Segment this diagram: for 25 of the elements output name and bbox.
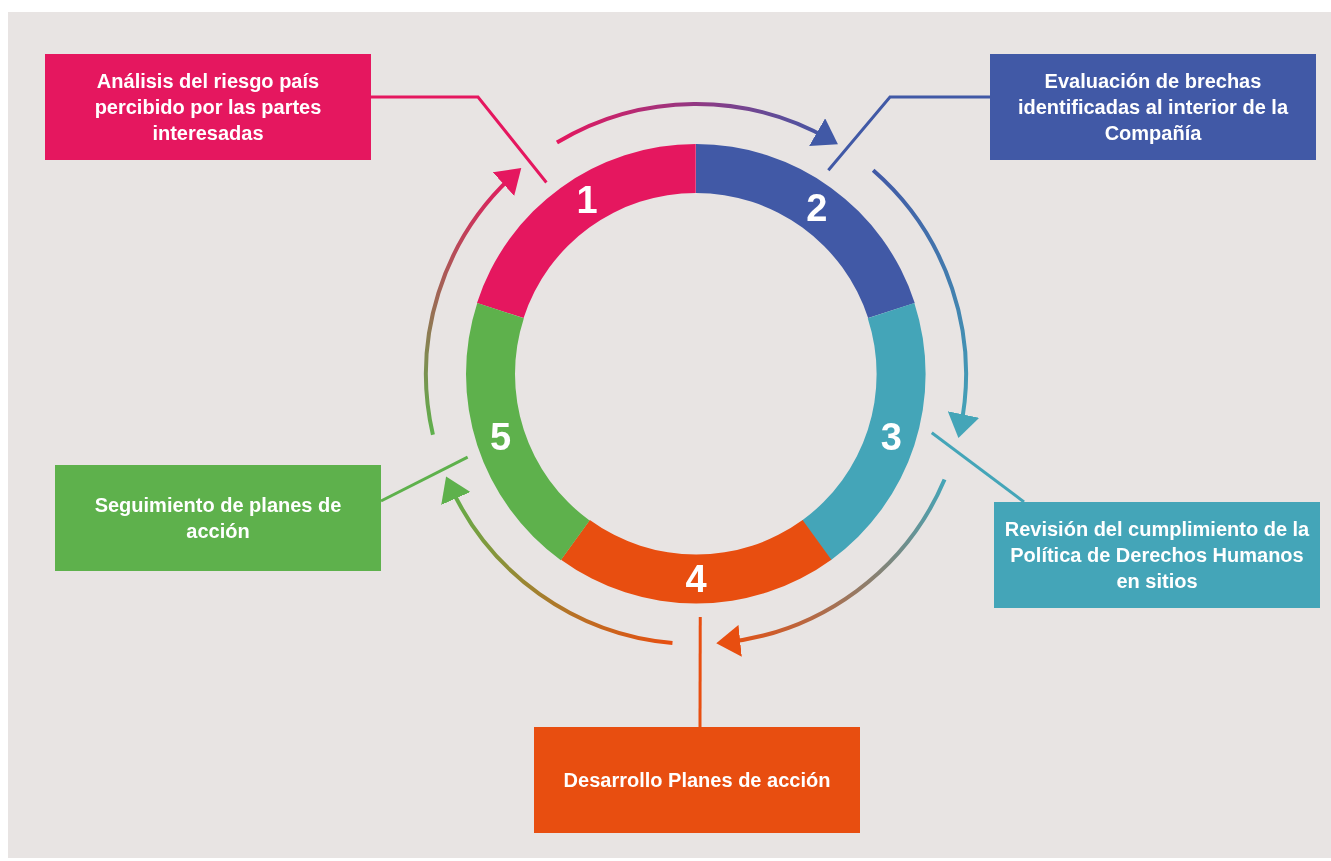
step-number: 2	[806, 188, 828, 227]
step-label: Revisión del cumplimiento de la Política de Derechos Humanos en sitios	[1004, 517, 1310, 594]
step-label: Análisis del riesgo país percibido por las partes interesadas	[93, 69, 323, 146]
cycle-arrow	[442, 476, 673, 645]
step-box	[534, 727, 860, 833]
cycle-arrow	[716, 478, 947, 656]
step-label: Seguimiento de planes de acción	[93, 493, 343, 544]
cycle-arrow	[424, 167, 521, 436]
leader-line	[380, 455, 469, 503]
step-box	[45, 54, 371, 160]
step-number: 3	[880, 418, 902, 457]
step-label: Evaluación de brechas identificadas al interior de la Compañía	[1016, 69, 1290, 146]
leader-line	[930, 431, 1025, 504]
step-box	[994, 502, 1320, 608]
step-number: 4	[685, 560, 707, 599]
step-label: Desarrollo Planes de acción	[563, 768, 831, 793]
step-box	[990, 54, 1316, 160]
cycle-arrow	[871, 168, 979, 439]
step-number: 1	[576, 180, 598, 219]
leader-line	[371, 95, 548, 184]
leader-line	[827, 95, 990, 172]
step-number: 5	[490, 418, 512, 457]
cycle-arrow	[556, 102, 839, 148]
leader-line	[698, 616, 702, 727]
step-box	[55, 465, 381, 571]
